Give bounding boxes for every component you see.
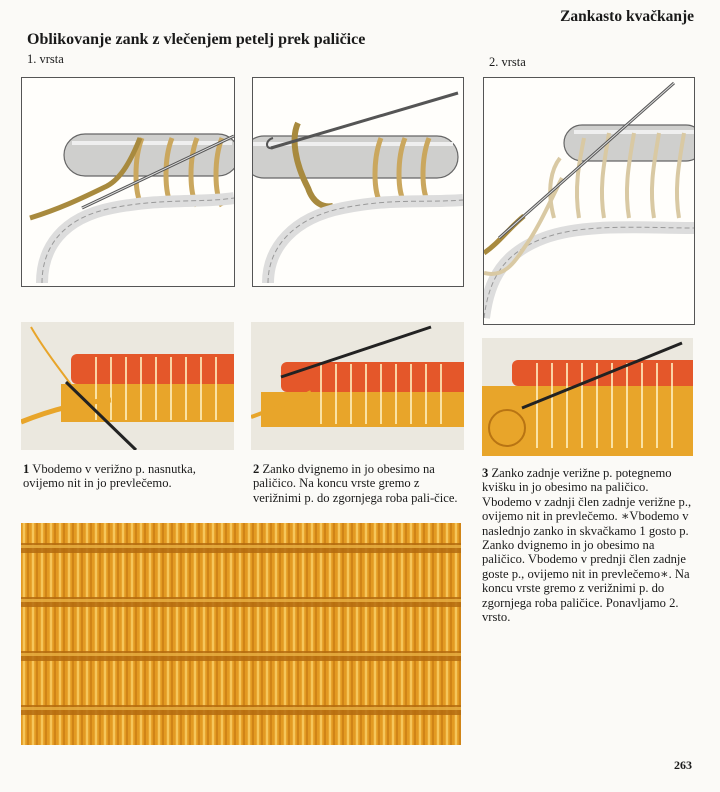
caption-number: 3 [482, 466, 489, 480]
caption-text: Vbodemo v verižno p. nasnutka, ovijemo n… [23, 462, 196, 491]
illustration-step-3 [483, 77, 695, 325]
caption-number: 2 [253, 462, 260, 476]
caption-number: 1 [23, 462, 30, 476]
photo-step-2 [251, 322, 464, 450]
row-label-2: 2. vrsta [489, 55, 526, 69]
illustration-step-2 [252, 77, 464, 287]
page-number: 263 [674, 758, 692, 772]
caption-step-3: 3 Zanko zadnje verižne p. potegnemo kviš… [482, 466, 694, 624]
caption-text: Zanko dvignemo in jo obesimo na paličico… [253, 462, 458, 505]
caption-step-1: 1 Vbodemo v verižno p. nasnutka, ovijemo… [23, 462, 235, 491]
photo-step-1 [21, 322, 234, 450]
caption-step-2: 2 Zanko dvignemo in jo obesimo na paliči… [253, 462, 461, 505]
illustration-step-1 [21, 77, 235, 287]
row-label-1: 1. vrsta [27, 52, 64, 66]
photo-finished-swatch [21, 523, 461, 745]
caption-text: Zanko zadnje verižne p. potegnemo kvišku… [482, 466, 692, 625]
page-title: Oblikovanje zank z vlečenjem petelj prek… [27, 31, 366, 48]
section-title: Zankasto kvačkanje [560, 8, 694, 25]
photo-step-3 [482, 338, 693, 456]
